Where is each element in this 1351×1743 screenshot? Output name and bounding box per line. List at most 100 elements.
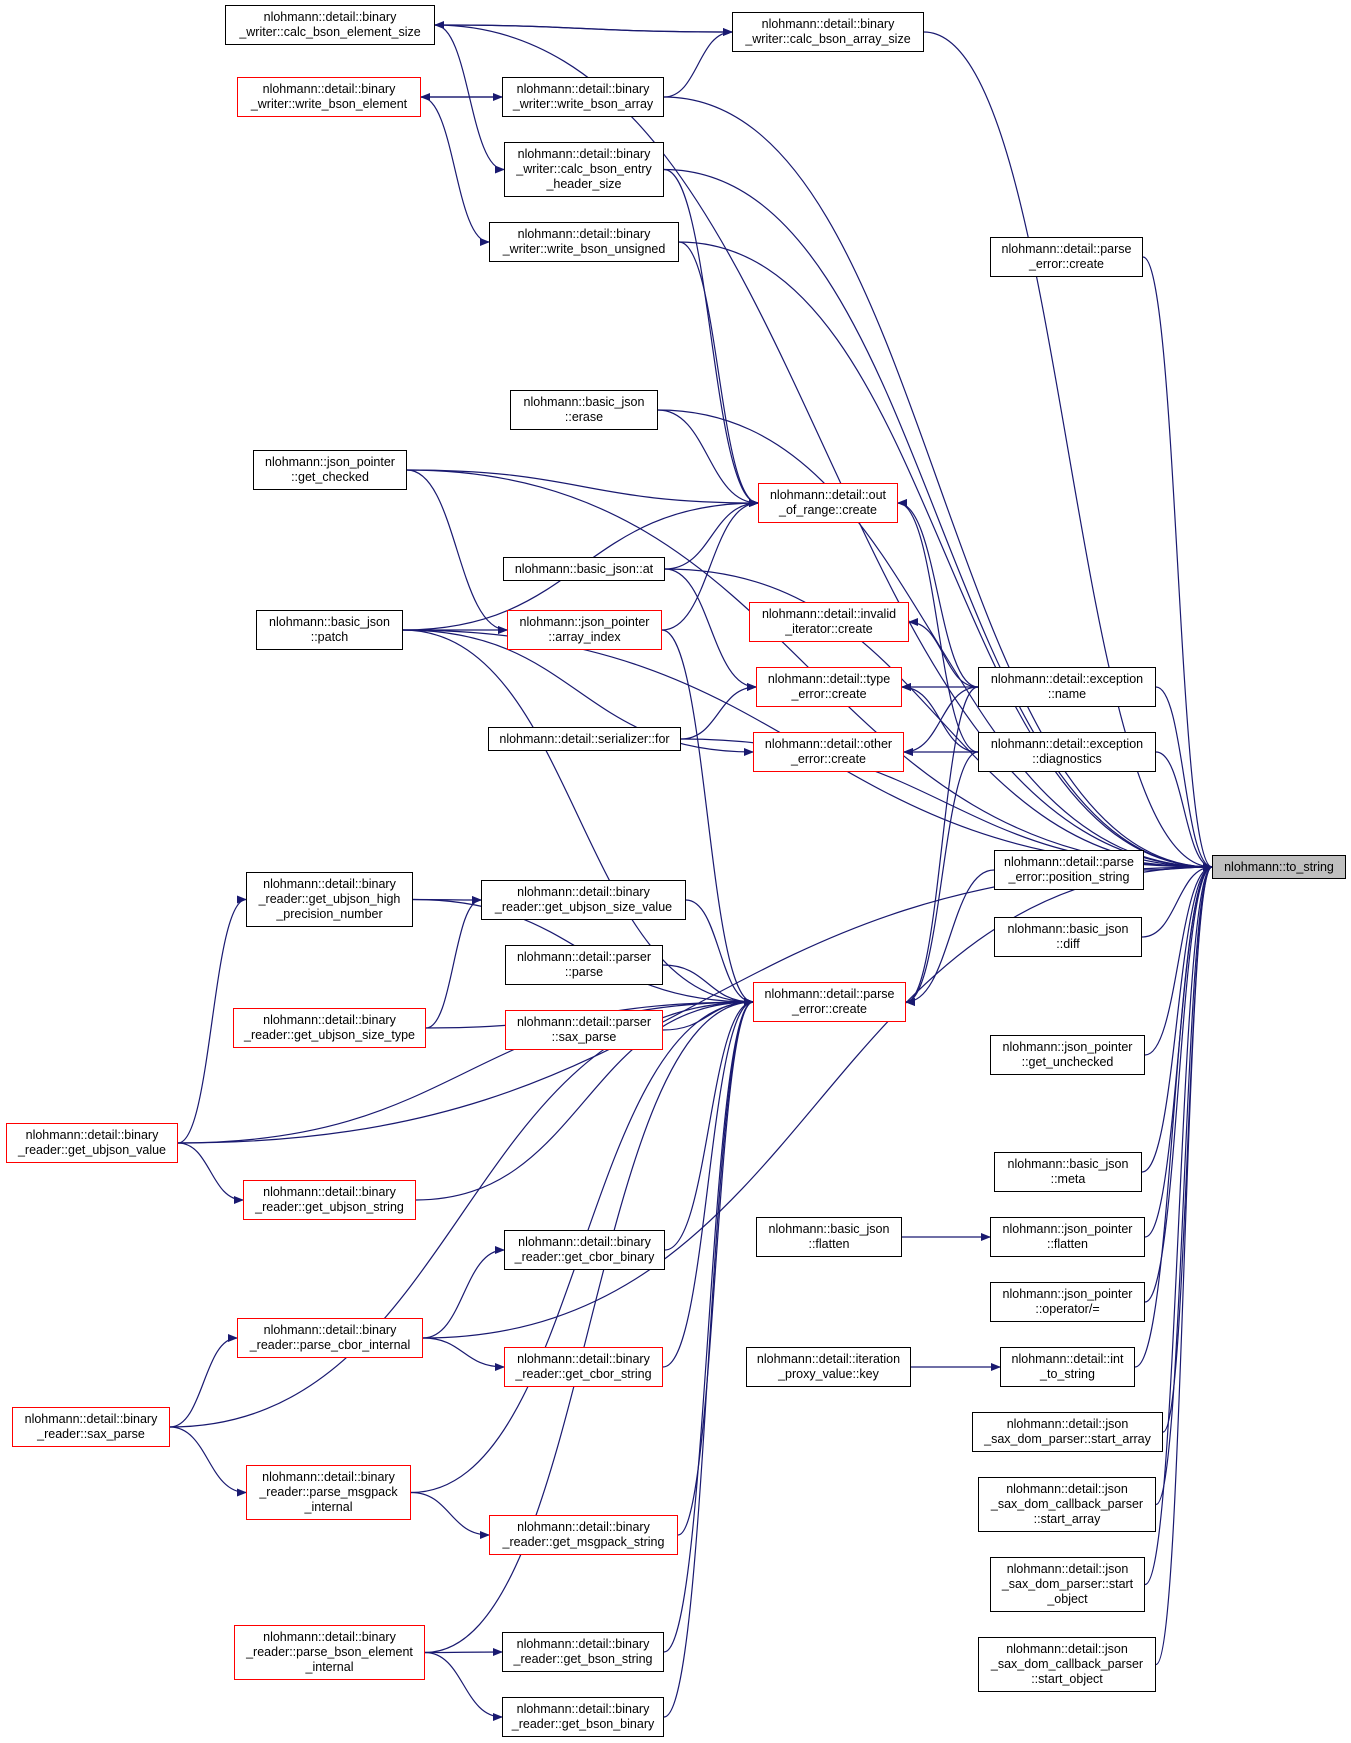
edge-parse_error_create_top-to-to_string (1142, 256, 1213, 871)
node-calc-bson-entry-header-size[interactable]: nlohmann::detail::binary _writer::calc_b… (504, 142, 664, 197)
node-parse-bson-element-internal[interactable]: nlohmann::detail::binary _reader::parse_… (234, 1625, 425, 1680)
edge-parse_bson_element_internal-to-get_bson_binary (424, 1651, 503, 1721)
node-get-bson-string[interactable]: nlohmann::detail::binary _reader::get_bs… (502, 1632, 664, 1672)
edge-parse_error_position_string-to-parse_error_create (905, 869, 995, 1006)
node-basic-json-erase[interactable]: nlohmann::basic_json ::erase (510, 390, 658, 430)
edge-get_ubjson_string-to-parse_error_create (415, 998, 754, 1201)
edge-exception_diagnostics-to-to_string (1155, 751, 1213, 871)
edge-exception_name-to-to_string (1155, 686, 1213, 871)
edge-exception_name-to-other_error_create (903, 686, 979, 756)
node-basic-json-at[interactable]: nlohmann::basic_json::at (503, 557, 665, 581)
node-json-pointer-flatten[interactable]: nlohmann::json_pointer ::flatten (990, 1217, 1145, 1257)
node-get-cbor-string[interactable]: nlohmann::detail::binary _reader::get_cb… (504, 1347, 663, 1387)
node-json-sax-dom-callback-parser-start-array[interactable]: nlohmann::detail::json _sax_dom_callback… (978, 1477, 1156, 1532)
node-basic-json-meta[interactable]: nlohmann::basic_json ::meta (994, 1152, 1142, 1192)
edge-parse_cbor_internal-to-get_cbor_string (422, 1337, 505, 1371)
node-basic-json-diff[interactable]: nlohmann::basic_json ::diff (994, 917, 1142, 957)
node-parse-error-position-string[interactable]: nlohmann::detail::parse _error::position… (994, 850, 1144, 890)
edge-write_bson_array-to-calc_bson_array_size (663, 28, 733, 98)
node-binary-reader-sax-parse[interactable]: nlohmann::detail::binary _reader::sax_pa… (12, 1407, 170, 1447)
node-json-sax-dom-parser-start-array[interactable]: nlohmann::detail::json _sax_dom_parser::… (972, 1412, 1163, 1452)
node-get-bson-binary[interactable]: nlohmann::detail::binary _reader::get_bs… (502, 1697, 664, 1737)
node-json-pointer-get-unchecked[interactable]: nlohmann::json_pointer ::get_unchecked (990, 1035, 1145, 1075)
node-exception-diagnostics[interactable]: nlohmann::detail::exception ::diagnostic… (978, 732, 1156, 772)
edge-parse_bson_element_internal-to-get_bson_string (424, 1648, 503, 1657)
node-get-ubjson-high-precision-number[interactable]: nlohmann::detail::binary _reader::get_ub… (246, 872, 413, 927)
node-get-cbor-binary[interactable]: nlohmann::detail::binary _reader::get_cb… (504, 1230, 665, 1270)
node-json-sax-dom-callback-parser-start-object[interactable]: nlohmann::detail::json _sax_dom_callback… (978, 1637, 1156, 1692)
edge-binary_reader_sax_parse-to-parse_msgpack_internal (169, 1426, 247, 1497)
node-int-to-string[interactable]: nlohmann::detail::int _to_string (1000, 1347, 1135, 1387)
edge-json_pointer_array_index-to-out_of_range_create (661, 499, 759, 631)
edge-get_cbor_binary-to-parse_error_create (664, 998, 754, 1251)
node-get-ubjson-string[interactable]: nlohmann::detail::binary _reader::get_ub… (243, 1180, 416, 1220)
node-parse-msgpack-internal[interactable]: nlohmann::detail::binary _reader::parse_… (246, 1465, 411, 1520)
node-parse-error-create[interactable]: nlohmann::detail::parse _error::create (753, 982, 906, 1022)
node-to-string: nlohmann::to_string (1212, 855, 1346, 879)
edge-write_bson_unsigned-to-out_of_range_create (678, 241, 759, 507)
edge-parse_cbor_internal-to-get_cbor_binary (422, 1246, 505, 1339)
node-basic-json-flatten[interactable]: nlohmann::basic_json ::flatten (756, 1217, 902, 1257)
edge-basic_json_at-to-out_of_range_create (664, 499, 759, 570)
node-json-pointer-array-index[interactable]: nlohmann::json_pointer ::array_index (507, 610, 662, 650)
edge-exception_diagnostics-to-out_of_range_create (897, 499, 979, 753)
node-write-bson-element[interactable]: nlohmann::detail::binary _writer::write_… (237, 77, 421, 117)
node-parse-error-create-top[interactable]: nlohmann::detail::parse _error::create (990, 237, 1143, 277)
node-basic-json-patch[interactable]: nlohmann::basic_json ::patch (256, 610, 403, 650)
node-parser-sax-parse[interactable]: nlohmann::detail::parser ::sax_parse (505, 1010, 663, 1050)
edge-basic_json_patch-to-other_error_create (402, 629, 754, 756)
edge-get_ubjson_value-to-get_ubjson_high_precision_number (177, 895, 247, 1144)
node-write-bson-unsigned[interactable]: nlohmann::detail::binary _writer::write_… (489, 222, 679, 262)
node-parse-cbor-internal[interactable]: nlohmann::detail::binary _reader::parse_… (237, 1318, 423, 1358)
node-json-pointer-get-checked[interactable]: nlohmann::json_pointer ::get_checked (253, 450, 407, 490)
node-json-sax-dom-parser-start-object[interactable]: nlohmann::detail::json _sax_dom_parser::… (990, 1557, 1145, 1612)
node-iteration-proxy-value-key[interactable]: nlohmann::detail::iteration _proxy_value… (746, 1347, 911, 1387)
edge-int_to_string-to-to_string (1134, 863, 1213, 1368)
edge-parse_bson_element_internal-to-parse_error_create (424, 998, 754, 1654)
edge-json_pointer_array_index-to-parse_error_create (661, 629, 754, 1006)
edge-json_sax_dom_callback_parser_start_object-to-to_string (1155, 863, 1213, 1666)
edge-basic_json_diff-to-to_string (1141, 863, 1213, 938)
edge-exception_diagnostics-to-type_error_create (901, 683, 979, 753)
node-other-error-create[interactable]: nlohmann::detail::other _error::create (753, 732, 904, 772)
node-calc-bson-element-size[interactable]: nlohmann::detail::binary _writer::calc_b… (225, 5, 435, 45)
edge-calc_bson_entry_header_size-to-to_string (663, 168, 1213, 871)
node-serializer-for[interactable]: nlohmann::detail::serializer::for (488, 727, 681, 751)
node-exception-name[interactable]: nlohmann::detail::exception ::name (978, 667, 1156, 707)
node-invalid-iterator-create[interactable]: nlohmann::detail::invalid _iterator::cre… (749, 602, 909, 642)
node-parser-parse[interactable]: nlohmann::detail::parser ::parse (505, 945, 663, 985)
edge-exception_name-to-invalid_iterator_create (908, 618, 979, 688)
node-get-ubjson-value[interactable]: nlohmann::detail::binary _reader::get_ub… (6, 1123, 178, 1163)
edge-get_cbor_string-to-parse_error_create (662, 998, 754, 1368)
node-write-bson-array[interactable]: nlohmann::detail::binary _writer::write_… (502, 77, 664, 117)
edge-parser_parse-to-parse_error_create (662, 964, 754, 1006)
edge-get_bson_string-to-parse_error_create (663, 998, 754, 1653)
edge-calc_bson_element_size-to-to_string (434, 24, 1213, 871)
edge-json_pointer_get_checked-to-out_of_range_create (406, 469, 759, 507)
edge-calc_bson_element_size-to-calc_bson_entry_header_size (434, 24, 505, 174)
edge-calc_bson_element_size-to-calc_bson_array_size (434, 24, 733, 36)
edge-write_bson_array-to-to_string (663, 96, 1213, 871)
edge-basic_json_patch-to-parse_error_create (402, 629, 754, 1006)
edge-basic_json_meta-to-to_string (1141, 863, 1213, 1173)
edge-basic_json_at-to-type_error_create (664, 568, 757, 691)
edge-get_ubjson_size_value-to-parse_error_create (685, 899, 754, 1006)
edge-calc_bson_entry_header_size-to-out_of_range_create (663, 168, 759, 507)
node-out-of-range-create[interactable]: nlohmann::detail::out _of_range::create (758, 483, 898, 523)
node-get-msgpack-string[interactable]: nlohmann::detail::binary _reader::get_ms… (489, 1515, 678, 1555)
edge-basic_json_erase-to-out_of_range_create (657, 409, 759, 507)
edge-write_bson_unsigned-to-to_string (678, 241, 1213, 871)
node-get-ubjson-size-type[interactable]: nlohmann::detail::binary _reader::get_ub… (233, 1008, 426, 1048)
edge-get_ubjson_size_type-to-get_ubjson_size_value (425, 896, 482, 1029)
edge-get_bson_binary-to-parse_error_create (663, 998, 754, 1718)
edge-exception_diagnostics-to-parse_error_create (905, 751, 979, 1006)
node-get-ubjson-size-value[interactable]: nlohmann::detail::binary _reader::get_ub… (481, 880, 686, 920)
node-json-pointer-operator-div-eq[interactable]: nlohmann::json_pointer ::operator/= (990, 1282, 1145, 1322)
edge-json_sax_dom_callback_parser_start_array-to-to_string (1155, 863, 1213, 1506)
edge-parse_msgpack_internal-to-get_msgpack_string (410, 1491, 490, 1539)
node-calc-bson-array-size[interactable]: nlohmann::detail::binary _writer::calc_b… (732, 12, 924, 52)
edge-get_ubjson_value-to-get_ubjson_string (177, 1142, 244, 1204)
edge-json_pointer_operator_div_eq-to-to_string (1144, 863, 1213, 1303)
node-type-error-create[interactable]: nlohmann::detail::type _error::create (756, 667, 902, 707)
